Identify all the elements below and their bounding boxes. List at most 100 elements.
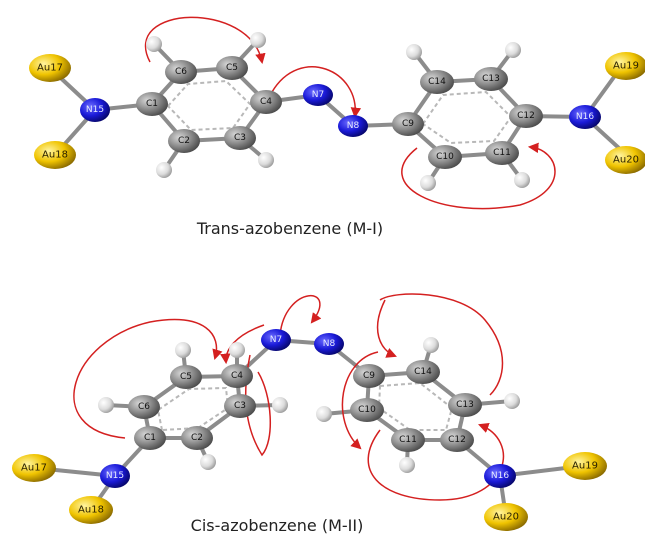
atom-label: N16 <box>491 471 509 481</box>
atom-label: C11 <box>493 148 511 158</box>
atom-label: N16 <box>576 112 594 122</box>
atom-label: Au20 <box>493 512 519 523</box>
atom-c4: C4 <box>221 364 253 388</box>
atom-label: C4 <box>231 371 243 381</box>
atom-c2: C2 <box>168 129 200 153</box>
labeled-atoms: Au17 Au18 N15 C1 C6 C5 C4 C3 C2 N7 N8 C9… <box>29 52 645 174</box>
atom-n16: N16 <box>569 105 601 129</box>
atom-label: N7 <box>312 90 324 100</box>
atom-label: Au18 <box>78 505 104 516</box>
bonds <box>34 338 584 519</box>
atom-label: N15 <box>86 105 104 115</box>
labeled-atoms: Au17 Au18 N15 C1 C6 C5 C4 C3 C2 N7 N8 C9… <box>12 329 607 531</box>
hydrogen-atom <box>229 342 245 358</box>
hydrogen-atom <box>316 406 332 422</box>
atom-c1: C1 <box>134 426 166 450</box>
atom-label: Au17 <box>37 63 63 74</box>
atom-label: C11 <box>399 435 417 445</box>
atom-c3: C3 <box>224 394 256 418</box>
atom-c10: C10 <box>428 145 462 169</box>
atom-n7: N7 <box>303 84 333 106</box>
atom-n8: N8 <box>314 333 344 355</box>
atom-c9: C9 <box>392 112 424 136</box>
atom-c9: C9 <box>353 364 385 388</box>
atom-c6: C6 <box>128 395 160 419</box>
atom-label: C6 <box>175 67 187 77</box>
atom-label: C5 <box>226 63 238 73</box>
aromatic-rings <box>156 381 454 432</box>
hydrogen-atoms <box>146 32 530 191</box>
hydrogen-atom <box>272 397 288 413</box>
atom-label: C12 <box>517 111 535 121</box>
atom-label: Au17 <box>21 463 47 474</box>
atom-label: N7 <box>270 335 282 345</box>
atom-c12: C12 <box>509 104 543 128</box>
hydrogen-atom <box>200 454 216 470</box>
atom-label: C1 <box>144 433 156 443</box>
atom-label: Au20 <box>613 155 639 166</box>
atom-c5: C5 <box>216 56 248 80</box>
hydrogen-atom <box>258 152 274 168</box>
atom-c13: C13 <box>448 393 482 417</box>
hydrogen-atom <box>156 162 172 178</box>
hydrogen-atom <box>146 36 162 52</box>
atom-c14: C14 <box>420 70 454 94</box>
atom-label: Au19 <box>613 61 639 72</box>
atom-label: C14 <box>414 367 432 377</box>
atom-label: C12 <box>448 435 466 445</box>
hydrogen-atom <box>399 457 415 473</box>
hydrogen-atom <box>420 175 436 191</box>
atom-label: C13 <box>482 74 500 84</box>
atom-c4: C4 <box>250 90 282 114</box>
atom-label: N8 <box>347 121 360 131</box>
atom-c6: C6 <box>165 60 197 84</box>
hydrogen-atom <box>406 44 422 60</box>
atom-au20: Au20 <box>605 146 645 174</box>
atom-c11: C11 <box>391 428 425 452</box>
atom-label: C9 <box>363 371 375 381</box>
atom-n16: N16 <box>484 464 516 488</box>
hydrogen-atoms <box>98 337 520 473</box>
atom-c3: C3 <box>224 126 256 150</box>
atom-c10: C10 <box>350 398 384 422</box>
atom-c12: C12 <box>440 428 474 452</box>
trans-caption: Trans-azobenzene (M-I) <box>196 219 384 238</box>
hydrogen-atom <box>423 337 439 353</box>
atom-c14: C14 <box>406 360 440 384</box>
atom-label: C6 <box>138 402 150 412</box>
atom-label: N15 <box>106 471 124 481</box>
atom-c13: C13 <box>474 67 508 91</box>
atom-au17: Au17 <box>12 454 56 482</box>
atom-label: C2 <box>178 136 190 146</box>
atom-c5: C5 <box>170 365 202 389</box>
hydrogen-atom <box>514 172 530 188</box>
trans-azobenzene-model: Au17 Au18 N15 C1 C6 C5 C4 C3 C2 N7 N8 C9… <box>29 16 645 210</box>
rotation-arrows <box>144 16 556 210</box>
atom-au17: Au17 <box>29 54 71 82</box>
hydrogen-atom <box>250 32 266 48</box>
atom-label: C1 <box>146 99 158 109</box>
atom-label: N8 <box>323 339 336 349</box>
rotation-arrows <box>73 293 505 501</box>
atom-label: C3 <box>234 401 246 411</box>
atom-label: C10 <box>436 152 454 162</box>
hydrogen-atom <box>98 397 114 413</box>
atom-label: Au18 <box>42 150 68 161</box>
atom-c11: C11 <box>485 141 519 165</box>
atom-au20: Au20 <box>484 503 528 531</box>
bonds <box>48 38 634 185</box>
atom-label: C2 <box>191 433 203 443</box>
atom-label: C4 <box>260 97 272 107</box>
atom-label: C5 <box>180 372 192 382</box>
atom-n7: N7 <box>261 329 291 351</box>
atom-au18: Au18 <box>34 141 76 169</box>
atom-c2: C2 <box>181 426 213 450</box>
atom-label: Au19 <box>572 461 598 472</box>
hydrogen-atom <box>504 393 520 409</box>
atom-au19: Au19 <box>563 452 607 480</box>
atom-au18: Au18 <box>69 496 113 524</box>
atom-c1: C1 <box>136 92 168 116</box>
atom-label: C3 <box>234 133 246 143</box>
atom-label: C9 <box>402 119 414 129</box>
